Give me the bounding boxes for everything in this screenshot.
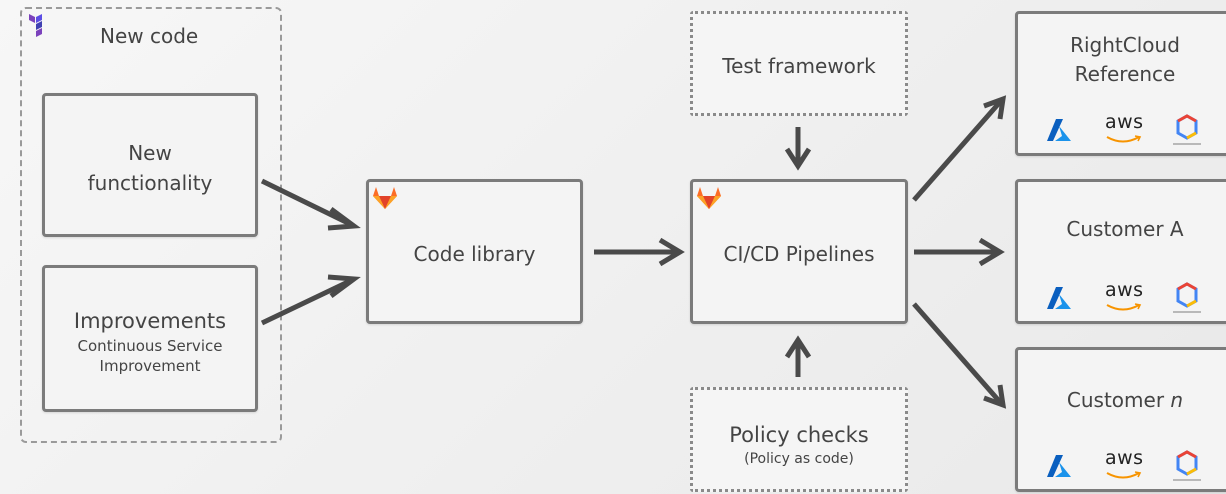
target-customer-n-label: Customer n [1018,386,1226,414]
aws-icon: aws [1105,279,1144,301]
target-rightcloud-line1: RightCloud [1070,33,1180,57]
test-framework-label: Test framework [722,54,876,78]
azure-icon [1047,287,1071,309]
target-rightcloud-line2: Reference [1074,62,1176,86]
aws-icon: aws [1105,111,1144,133]
google-cloud-icon [1173,450,1201,481]
test-framework-box: Test framework [690,11,908,116]
improvements-sub-line2: Improvement [99,357,201,375]
arrowhead [784,147,812,171]
terraform-icon [29,14,42,37]
arrowhead [658,237,685,267]
code-library-label: Code library [413,242,536,266]
target-customer-a-label: Customer A [1066,217,1184,241]
target-customer-n-italic: n [1170,388,1184,412]
policy-checks-box: Policy checks (Policy as code) [690,387,908,492]
cloud-icons-row: aws [1018,447,1226,490]
improvements-box: Improvements Continuous Service Improvem… [42,265,258,412]
improvements-sub-line1: Continuous Service [77,337,223,355]
new-functionality-box: New functionality [42,93,258,237]
google-cloud-icon [1173,282,1201,313]
cloud-icons-row: aws [1018,111,1226,154]
aws-smile-icon [1106,303,1142,311]
arrow-pipelines-to-rightcloud [912,100,1002,202]
policy-checks-sub: (Policy as code) [744,451,854,467]
arrowhead [327,206,361,231]
arrowhead [978,237,1005,267]
google-cloud-icon [1173,114,1201,145]
arrowhead [983,384,1007,409]
arrowhead [784,335,812,359]
code-library-box: Code library [366,179,583,324]
pipelines-label: CI/CD Pipelines [723,242,875,266]
improvements-title: Improvements [73,309,227,333]
azure-icon [1047,455,1071,477]
gitlab-icon [697,187,721,209]
policy-checks-label: Policy checks [729,423,869,447]
arrowhead [983,95,1007,120]
new-functionality-line2: functionality [87,171,213,195]
target-customer-n-text: Customer [1066,388,1171,412]
cloud-icons-row: aws [1018,279,1226,322]
target-customer-a-box: Customer A aws [1015,179,1226,324]
new-code-title: New code [100,24,199,48]
arrowhead [327,274,361,299]
aws-icon: aws [1105,447,1144,469]
target-customer-n-box: Customer n aws [1015,347,1226,492]
new-functionality-line1: New [128,141,172,165]
azure-icon [1047,119,1071,141]
target-rightcloud-box: RightCloud Reference aws [1015,11,1226,156]
gitlab-icon [373,187,397,209]
aws-smile-icon [1106,471,1142,479]
aws-smile-icon [1106,135,1142,143]
pipelines-box: CI/CD Pipelines [690,179,908,324]
arrow-pipelines-to-customer-n [912,302,1002,404]
